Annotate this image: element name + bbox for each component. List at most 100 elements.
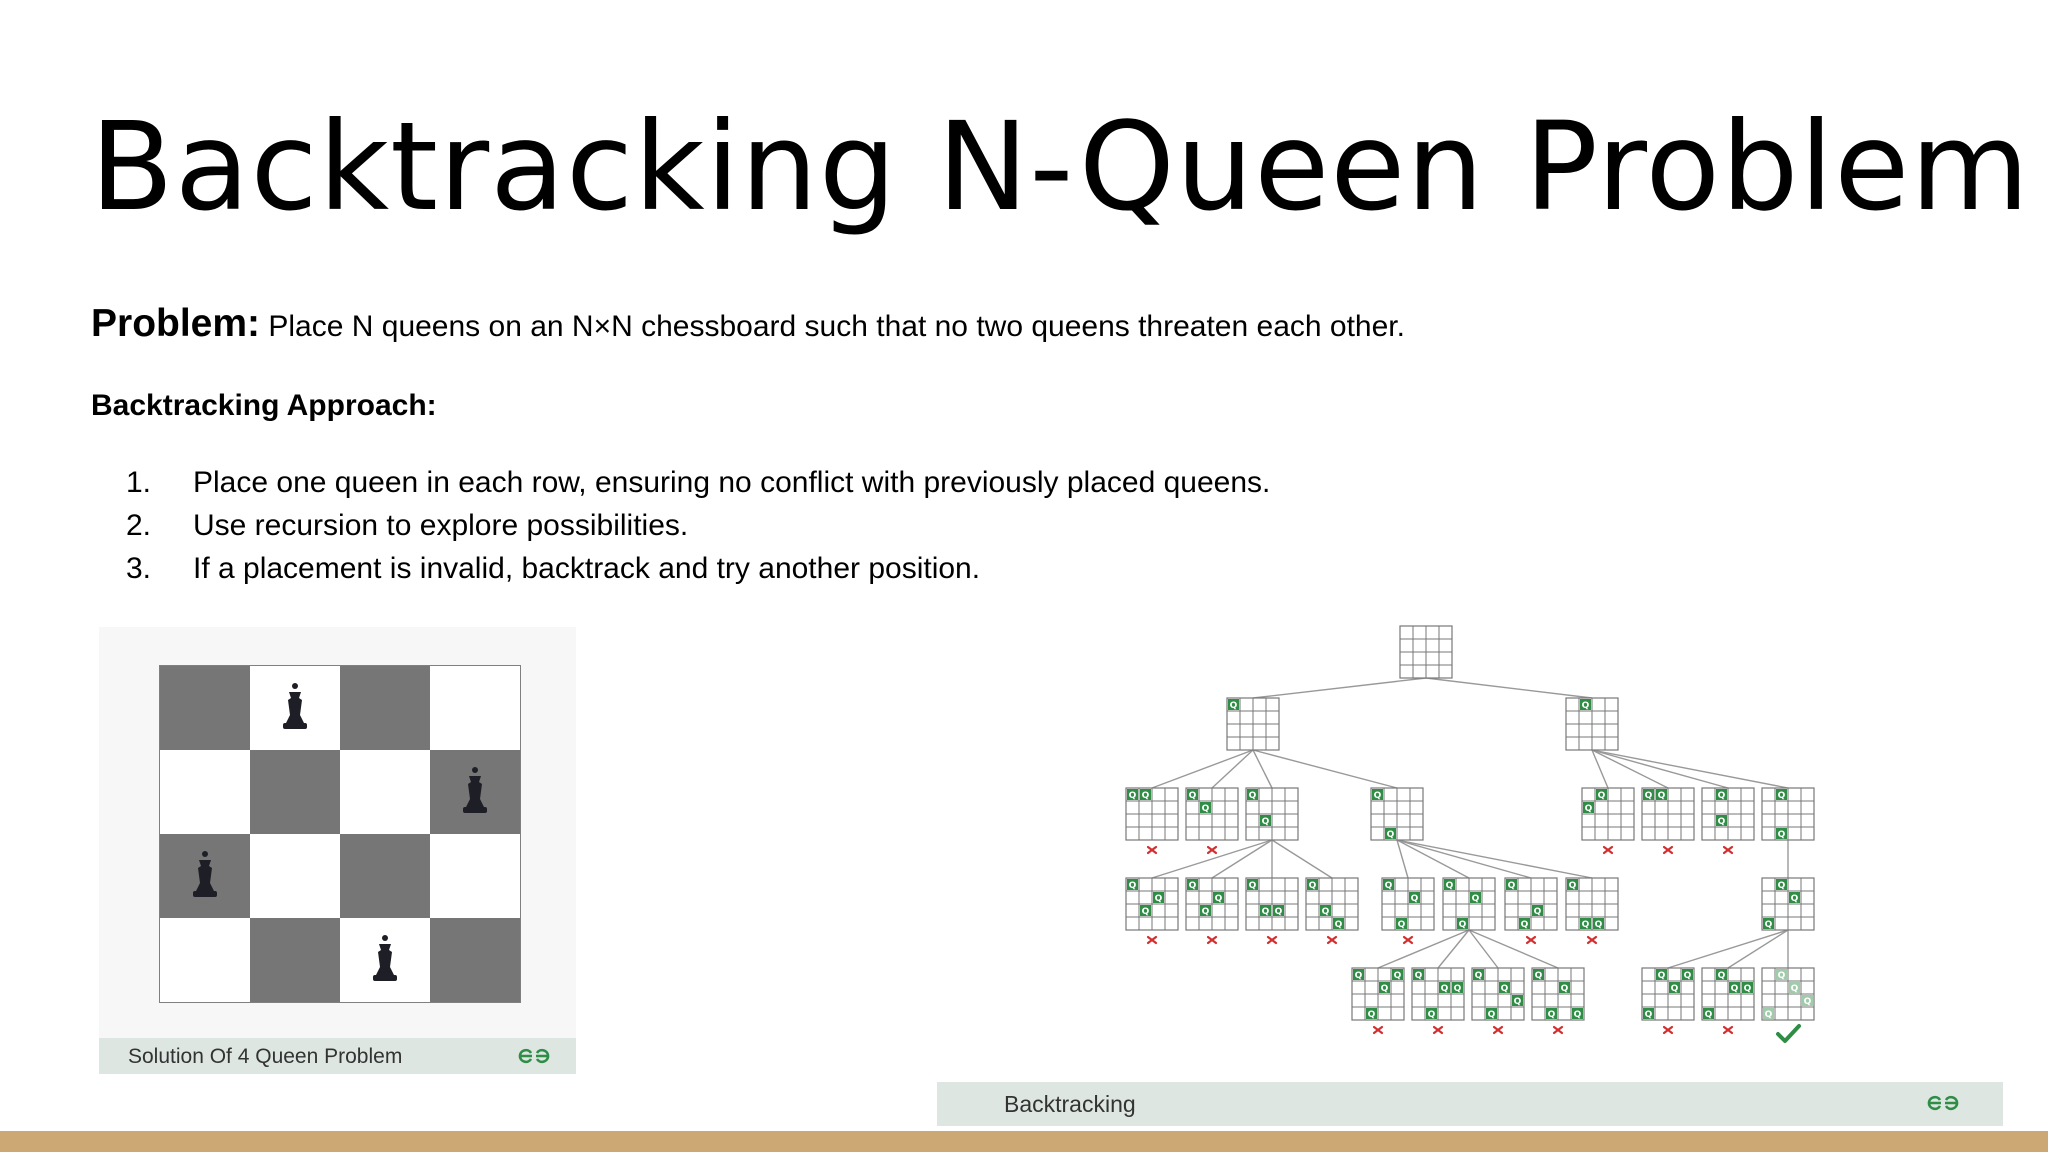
- queen-mark: Q: [1129, 881, 1137, 891]
- fail-x-icon: [1554, 1027, 1562, 1033]
- tree-edge: [1592, 750, 1608, 788]
- queen-mark: Q: [1387, 830, 1395, 840]
- queen-mark: Q: [1718, 971, 1726, 981]
- queen-mark: Q: [1142, 907, 1150, 917]
- queen-mark: Q: [1475, 971, 1483, 981]
- queen-mark: Q: [1472, 894, 1480, 904]
- fail-x-icon: [1588, 937, 1596, 943]
- tree-edge: [1397, 840, 1592, 878]
- queen-mark: Q: [1744, 984, 1752, 994]
- queen-mark: Q: [1155, 894, 1163, 904]
- tree-edge: [1469, 930, 1558, 968]
- bottom-accent-bar: [0, 1131, 2048, 1152]
- fail-x-icon: [1604, 847, 1612, 853]
- queen-mark: Q: [1262, 817, 1270, 827]
- fail-x-icon: [1268, 937, 1276, 943]
- queen-mark: Q: [1731, 984, 1739, 994]
- tree-edge: [1212, 840, 1272, 878]
- queen-mark: Q: [1645, 791, 1653, 801]
- queen-mark: Q: [1534, 907, 1542, 917]
- gfg-logo-icon: [1926, 1093, 1960, 1113]
- queen-mark: Q: [1381, 984, 1389, 994]
- queen-mark: Q: [1488, 1010, 1496, 1020]
- queen-mark: Q: [1791, 984, 1799, 994]
- fail-x-icon: [1148, 937, 1156, 943]
- queen-mark: Q: [1368, 1010, 1376, 1020]
- fail-x-icon: [1724, 1027, 1732, 1033]
- queen-mark: Q: [1718, 817, 1726, 827]
- queen-mark: Q: [1189, 791, 1197, 801]
- queen-mark: Q: [1684, 971, 1692, 981]
- queen-mark: Q: [1658, 971, 1666, 981]
- tree-edge: [1592, 750, 1728, 788]
- tree-edge: [1253, 750, 1397, 788]
- success-check-icon: [1778, 1026, 1799, 1041]
- tree-caption-bar: Backtracking: [937, 1082, 2003, 1126]
- queen-mark: Q: [1718, 791, 1726, 801]
- fail-x-icon: [1494, 1027, 1502, 1033]
- queen-mark: Q: [1142, 791, 1150, 801]
- queen-mark: Q: [1335, 920, 1343, 930]
- tree-edge: [1253, 750, 1272, 788]
- fail-x-icon: [1208, 937, 1216, 943]
- queen-mark: Q: [1394, 971, 1402, 981]
- tree-edge: [1253, 678, 1426, 698]
- tree-edge: [1668, 930, 1788, 968]
- queen-mark: Q: [1705, 1010, 1713, 1020]
- fail-x-icon: [1328, 937, 1336, 943]
- fail-x-icon: [1527, 937, 1535, 943]
- queen-mark: Q: [1791, 894, 1799, 904]
- tree-edge: [1728, 930, 1788, 968]
- queen-mark: Q: [1385, 881, 1393, 891]
- queen-mark: Q: [1521, 920, 1529, 930]
- queen-mark: Q: [1598, 791, 1606, 801]
- queen-mark: Q: [1441, 984, 1449, 994]
- queen-mark: Q: [1535, 971, 1543, 981]
- fail-x-icon: [1664, 1027, 1672, 1033]
- queen-mark: Q: [1202, 907, 1210, 917]
- fail-x-icon: [1148, 847, 1156, 853]
- queen-mark: Q: [1778, 971, 1786, 981]
- queen-mark: Q: [1658, 791, 1666, 801]
- queen-mark: Q: [1595, 920, 1603, 930]
- tree-edge: [1397, 840, 1531, 878]
- queen-mark: Q: [1411, 894, 1419, 904]
- fail-x-icon: [1434, 1027, 1442, 1033]
- queen-mark: Q: [1561, 984, 1569, 994]
- queen-mark: Q: [1249, 791, 1257, 801]
- fail-x-icon: [1374, 1027, 1382, 1033]
- queen-mark: Q: [1778, 830, 1786, 840]
- queen-mark: Q: [1508, 881, 1516, 891]
- queen-mark: Q: [1569, 881, 1577, 891]
- tree-edge: [1592, 750, 1668, 788]
- tree-caption: Backtracking: [1004, 1091, 1136, 1118]
- queen-mark: Q: [1428, 1010, 1436, 1020]
- queen-mark: Q: [1129, 791, 1137, 801]
- queen-mark: Q: [1548, 1010, 1556, 1020]
- queen-mark: Q: [1585, 804, 1593, 814]
- queen-mark: Q: [1249, 881, 1257, 891]
- tree-edge: [1212, 750, 1253, 788]
- tree-edge: [1426, 678, 1592, 698]
- queen-mark: Q: [1262, 907, 1270, 917]
- tree-edge: [1378, 930, 1469, 968]
- queen-mark: Q: [1322, 907, 1330, 917]
- queen-mark: Q: [1582, 701, 1590, 711]
- queen-mark: Q: [1765, 920, 1773, 930]
- fail-x-icon: [1208, 847, 1216, 853]
- queen-mark: Q: [1778, 791, 1786, 801]
- queen-mark: Q: [1459, 920, 1467, 930]
- fail-x-icon: [1664, 847, 1672, 853]
- queen-mark: Q: [1215, 894, 1223, 904]
- queen-mark: Q: [1230, 701, 1238, 711]
- fail-x-icon: [1724, 847, 1732, 853]
- tree-edge: [1152, 840, 1272, 878]
- queen-mark: Q: [1645, 1010, 1653, 1020]
- tree-edge: [1397, 840, 1469, 878]
- queen-mark: Q: [1374, 791, 1382, 801]
- queen-mark: Q: [1202, 804, 1210, 814]
- queen-mark: Q: [1275, 907, 1283, 917]
- queen-mark: Q: [1355, 971, 1363, 981]
- queen-mark: Q: [1501, 984, 1509, 994]
